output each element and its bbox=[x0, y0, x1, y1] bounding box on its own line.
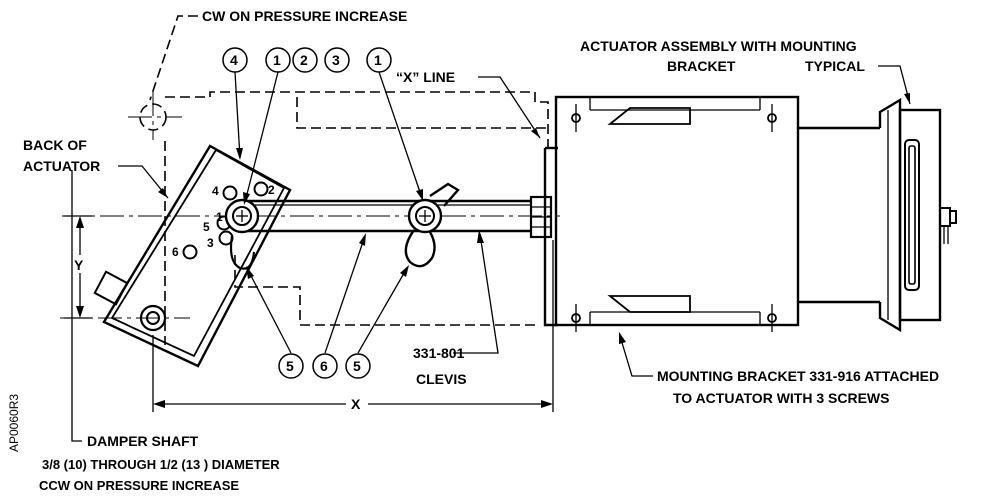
cw-label: CW ON PRESSURE INCREASE bbox=[202, 8, 407, 24]
leader-lines bbox=[71, 15, 911, 442]
connecting-rod bbox=[244, 199, 530, 233]
dimension-x bbox=[152, 240, 554, 412]
actuator-assembly-label-2: BRACKET bbox=[667, 58, 736, 74]
callout-5-clevis: 5 bbox=[353, 358, 361, 374]
mounting-bracket-label-1: MOUNTING BRACKET 331-916 ATTACHED bbox=[657, 368, 939, 384]
callout-5-crank: 5 bbox=[286, 358, 294, 374]
callout-2: 2 bbox=[300, 52, 308, 68]
callout-bubbles bbox=[222, 47, 392, 379]
y-label-bg bbox=[72, 255, 88, 273]
callout-6: 6 bbox=[320, 358, 328, 374]
callout-1-clevis: 1 bbox=[374, 52, 382, 68]
mounting-bracket-label-2: TO ACTUATOR WITH 3 SCREWS bbox=[673, 390, 889, 406]
hole-number-3: 3 bbox=[207, 236, 214, 250]
pivot-retaining-clip bbox=[229, 235, 256, 270]
back-of-actuator-label-1: BACK OF bbox=[23, 137, 87, 153]
x-label-bg bbox=[346, 394, 368, 412]
cw-ghost-outline bbox=[139, 91, 549, 345]
typical-label: TYPICAL bbox=[805, 58, 865, 74]
actuator-cylinder bbox=[798, 97, 957, 333]
hole-number-5: 5 bbox=[203, 220, 210, 234]
x-line-label: “X” LINE bbox=[396, 69, 455, 85]
hole-number-1: 1 bbox=[216, 210, 223, 224]
mounting-bracket bbox=[543, 95, 800, 332]
rod-end-fitting bbox=[529, 195, 553, 239]
back-of-actuator-label-2: ACTUATOR bbox=[23, 158, 100, 174]
callout-4: 4 bbox=[230, 52, 238, 68]
crank-pivot bbox=[224, 198, 260, 234]
clevis-part-label: 331-801 bbox=[413, 345, 465, 361]
hole-number-4: 4 bbox=[212, 184, 219, 198]
dimension-x-label: X bbox=[351, 396, 361, 412]
actuator-crank-body bbox=[93, 144, 292, 368]
ccw-label: CCW ON PRESSURE INCREASE bbox=[39, 478, 239, 493]
damper-shaft bbox=[139, 304, 167, 332]
hole-number-6: 6 bbox=[172, 245, 179, 259]
damper-shaft-label: DAMPER SHAFT bbox=[87, 433, 199, 449]
dimension-y-label: Y bbox=[74, 257, 84, 273]
actuator-assembly-label-1: ACTUATOR ASSEMBLY WITH MOUNTING bbox=[580, 38, 857, 54]
hole-number-2: 2 bbox=[268, 183, 275, 197]
callout-3: 3 bbox=[332, 52, 340, 68]
middle-clevis bbox=[404, 182, 460, 268]
clevis-label: CLEVIS bbox=[416, 371, 467, 387]
callout-1-crank: 1 bbox=[273, 52, 281, 68]
drawing-id-label: AP0060R3 bbox=[7, 394, 21, 452]
diameter-label: 3/8 (10) THROUGH 1/2 (13 ) DIAMETER bbox=[42, 457, 280, 472]
